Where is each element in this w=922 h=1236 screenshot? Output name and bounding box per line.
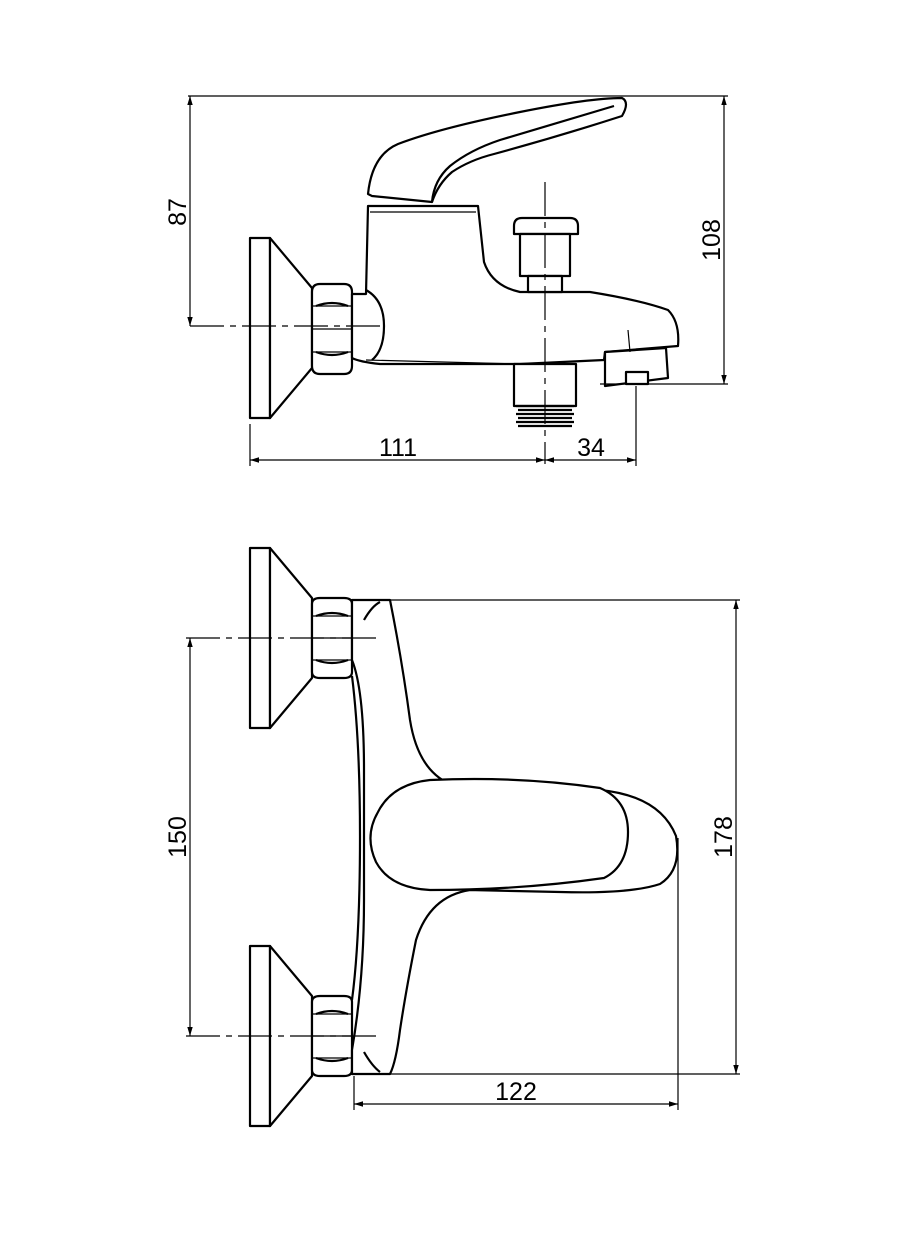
- side-diverter-knob: [512, 216, 580, 294]
- side-faucet-body: [350, 204, 680, 366]
- dimension-34: 34: [577, 434, 605, 462]
- dimension-178: 178: [710, 816, 738, 858]
- dimension-108: 108: [698, 219, 726, 261]
- top-view: 150 178 122: [164, 546, 740, 1128]
- side-handle-lever: [366, 96, 628, 204]
- side-view: 87 108 111 34: [164, 95, 728, 466]
- side-wall-flange: [248, 236, 314, 420]
- dimension-122: 122: [495, 1078, 537, 1106]
- dimension-111: 111: [379, 434, 417, 462]
- top-handle-disc: [369, 777, 630, 892]
- side-hex-nut: [310, 282, 354, 376]
- dimension-87: 87: [164, 198, 192, 226]
- dimension-150: 150: [164, 816, 192, 858]
